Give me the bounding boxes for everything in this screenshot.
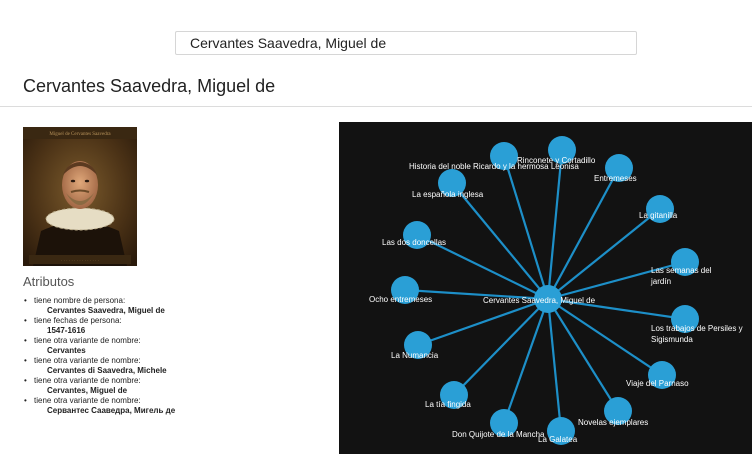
graph-node-label[interactable]: La Galatea	[538, 435, 578, 444]
svg-text:· · · · · · · · · · · · · · ·: · · · · · · · · · · · · · · ·	[61, 258, 100, 263]
graph-node[interactable]	[490, 409, 518, 437]
graph-node-label[interactable]: La Numancia	[391, 351, 439, 360]
author-portrait: Miguel de Cervantes Saavedra · · · · · ·…	[23, 127, 137, 266]
attribute-item: tiene otra variante de nombre:Cervantes	[23, 336, 323, 356]
graph-node-label[interactable]: La gitanilla	[639, 211, 678, 220]
attribute-item: tiene otra variante de nombre:Сервантес …	[23, 396, 323, 416]
graph-node-label[interactable]: La española inglesa	[412, 190, 484, 199]
search-input[interactable]	[176, 32, 636, 54]
graph-node[interactable]	[671, 248, 699, 276]
graph-node[interactable]	[548, 136, 576, 164]
attribute-item: tiene fechas de persona:1547-1616	[23, 316, 323, 336]
graph-node-label[interactable]: Don Quijote de la Mancha	[452, 430, 545, 439]
graph-node[interactable]	[604, 397, 632, 425]
graph-node-label-center[interactable]: Cervantes Saavedra, Miguel de	[483, 296, 596, 305]
graph-node[interactable]	[490, 142, 518, 170]
graph-node[interactable]	[440, 381, 468, 409]
portrait-image: Miguel de Cervantes Saavedra · · · · · ·…	[23, 127, 137, 266]
graph-edge	[451, 182, 549, 300]
graph-edge	[546, 149, 564, 300]
attributes-heading: Atributos	[23, 274, 75, 289]
graph-node-label[interactable]: Las dos doncellas	[382, 238, 446, 247]
graph-node-label[interactable]: Historia del noble Ricardo y la hermosa …	[409, 162, 579, 171]
graph-edge	[546, 298, 563, 432]
portrait-caption: Miguel de Cervantes Saavedra	[49, 132, 111, 137]
header-divider	[0, 106, 752, 107]
graph-edge	[547, 167, 620, 300]
attributes-list: tiene nombre de persona:Cervantes Saaved…	[23, 296, 323, 416]
graph-edge	[404, 288, 549, 301]
relationship-graph[interactable]: Cervantes Saavedra, Miguel de Rinconete y…	[339, 122, 752, 454]
graph-node-label[interactable]: Viaje del Parnaso	[626, 379, 689, 388]
graph-node[interactable]	[391, 276, 419, 304]
graph-node-label[interactable]: Entremeses	[594, 174, 637, 183]
graph-node[interactable]	[646, 195, 674, 223]
graph-node-label[interactable]: Rinconete y Cortadillo	[517, 156, 596, 165]
attribute-item: tiene nombre de persona:Cervantes Saaved…	[23, 296, 323, 316]
graph-edge	[416, 234, 549, 300]
graph-edge	[502, 155, 550, 300]
graph-node[interactable]	[404, 331, 432, 359]
graph-node[interactable]	[648, 361, 676, 389]
graph-node[interactable]	[403, 221, 431, 249]
graph-edge	[547, 298, 619, 412]
graph-node[interactable]	[605, 154, 633, 182]
graph-node[interactable]	[671, 305, 699, 333]
attribute-item: tiene otra variante de nombre:Cervantes,…	[23, 376, 323, 396]
graph-edge	[547, 208, 661, 300]
graph-edge	[453, 298, 549, 396]
graph-node-label[interactable]: La tía fingida	[425, 400, 471, 409]
graph-edge	[547, 298, 663, 376]
graph-node[interactable]	[547, 417, 575, 445]
graph-node-center[interactable]	[534, 285, 562, 313]
attribute-item: tiene otra variante de nombre:Cervantes …	[23, 356, 323, 376]
graph-canvas[interactable]: Cervantes Saavedra, Miguel de Rinconete y…	[339, 122, 752, 454]
graph-edge	[417, 297, 549, 347]
graph-node[interactable]	[438, 169, 466, 197]
graph-edge	[502, 298, 550, 424]
page-title: Cervantes Saavedra, Miguel de	[23, 76, 276, 96]
graph-edge	[547, 297, 686, 321]
search-bar[interactable]	[175, 31, 637, 55]
graph-edge	[547, 260, 686, 301]
graph-node-label[interactable]: Ocho entremeses	[369, 295, 432, 304]
graph-node-label[interactable]: Novelas ejemplares	[578, 418, 648, 427]
